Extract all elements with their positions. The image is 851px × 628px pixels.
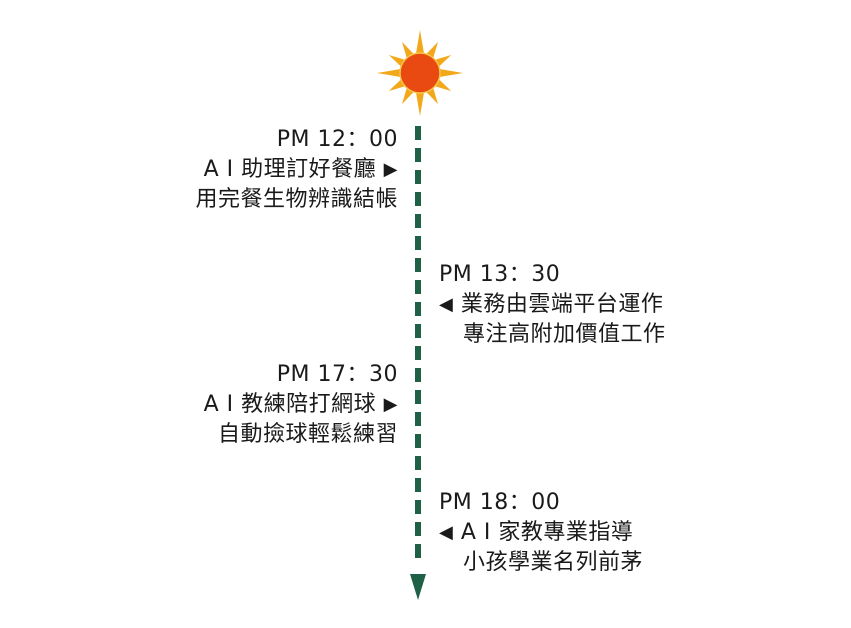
sun-ray [388, 55, 406, 67]
sun-icon [377, 30, 463, 116]
sun-ray [434, 55, 452, 67]
sun-ray [402, 41, 414, 59]
timeline-dash [415, 258, 421, 272]
timeline-dash [415, 302, 421, 316]
arrow-left-icon: ◀ [439, 294, 454, 315]
entry-line-2: 小孩學業名列前茅 [463, 550, 644, 575]
entry-time: PM 17：30 [276, 362, 398, 387]
sun-ray [416, 92, 424, 116]
timeline-dash [415, 346, 421, 360]
timeline-dash [415, 368, 421, 382]
entry-line-2: 專注高附加價值工作 [463, 322, 666, 347]
entry-line-1: ◀ 業務由雲端平台運作 [439, 290, 666, 320]
entry-time: PM 12：00 [276, 127, 398, 152]
timeline-axis [410, 126, 426, 600]
sun-ray [402, 87, 414, 105]
entry-line-1: ◀ A I 家教專業指導 [439, 518, 643, 548]
entry-text: A I 助理訂好餐廳 [203, 157, 377, 182]
sun-ray [426, 87, 438, 105]
sun-ray [377, 69, 401, 77]
timeline-dash [415, 434, 421, 448]
entry-time: PM 18：00 [439, 490, 561, 515]
timeline-dash [415, 522, 421, 536]
timeline-entry-1800: PM 18：00 ◀ A I 家教專業指導 小孩學業名列前茅 [439, 488, 643, 578]
entry-line-2: 用完餐生物辨識結帳 [195, 187, 398, 212]
timeline-dash [415, 280, 421, 294]
timeline-dash [415, 148, 421, 162]
timeline-dash [415, 478, 421, 492]
timeline-dash [415, 390, 421, 404]
entry-line-1: A I 教練陪打網球 ▶ [204, 390, 398, 420]
entry-text: A I 家教專業指導 [460, 520, 634, 545]
timeline-dash [415, 126, 421, 140]
timeline-dash [415, 544, 421, 558]
sun-ray [416, 30, 424, 54]
sun-ray [434, 79, 452, 91]
timeline-dash [415, 170, 421, 184]
arrow-right-icon: ▶ [383, 159, 398, 180]
timeline-entry-1230: PM 12：00 A I 助理訂好餐廳 ▶ 用完餐生物辨識結帳 [195, 125, 398, 215]
entry-line-1: A I 助理訂好餐廳 ▶ [195, 155, 398, 185]
entry-text: A I 教練陪打網球 [203, 392, 377, 417]
timeline-dash [415, 214, 421, 228]
timeline-arrow-down-icon [410, 574, 426, 600]
arrow-right-icon: ▶ [383, 394, 398, 415]
timeline-dash [415, 412, 421, 426]
timeline-dash [415, 500, 421, 514]
timeline-entry-1330: PM 13：30 ◀ 業務由雲端平台運作 專注高附加價值工作 [439, 260, 666, 350]
sun-ray [388, 79, 406, 91]
timeline-dash [415, 192, 421, 206]
entry-line-2: 自動撿球輕鬆練習 [217, 422, 398, 447]
entry-time: PM 13：30 [439, 262, 561, 287]
timeline-dash [415, 236, 421, 250]
timeline-entry-1730: PM 17：30 A I 教練陪打網球 ▶ 自動撿球輕鬆練習 [204, 360, 398, 450]
timeline-dash [415, 324, 421, 338]
entry-text: 業務由雲端平台運作 [460, 292, 664, 317]
sun-ray [426, 41, 438, 59]
timeline-dash [415, 456, 421, 470]
sun-ray [439, 69, 463, 77]
arrow-left-icon: ◀ [439, 522, 454, 543]
